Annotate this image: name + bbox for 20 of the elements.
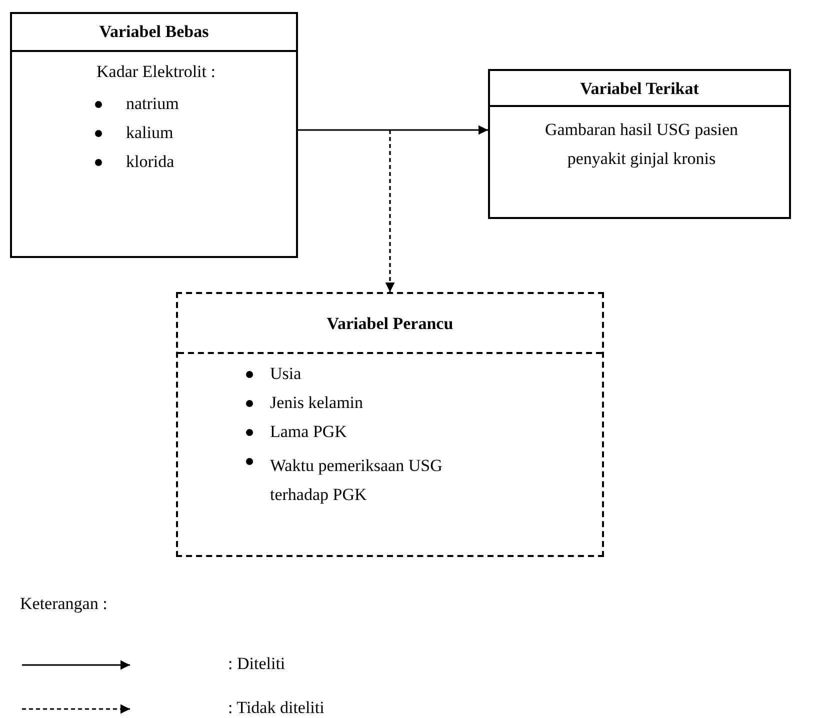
box-heading: Variabel Bebas bbox=[98, 22, 210, 42]
box-heading: Variabel Terikat bbox=[579, 79, 700, 99]
list-item: Usia bbox=[270, 364, 302, 384]
list-item: klorida bbox=[126, 152, 174, 172]
dashed-box bbox=[176, 292, 604, 557]
arrow bbox=[298, 125, 488, 135]
box-text: Gambaran hasil USG pasien penyakit ginjal kronis bbox=[544, 119, 740, 170]
list-item: Lama PGK bbox=[270, 422, 347, 442]
list-item: Jenis kelamin bbox=[270, 393, 364, 413]
list-item: kalium bbox=[126, 123, 174, 143]
legend-title: Keterangan : bbox=[20, 594, 108, 614]
legend-text: : Tidak diteliti bbox=[228, 698, 324, 718]
box-heading: Variabel Perancu bbox=[326, 314, 454, 334]
list-item: natrium bbox=[126, 94, 179, 114]
arrow bbox=[385, 130, 395, 292]
box-text: Kadar Elektrolit : bbox=[96, 62, 216, 82]
variable-box bbox=[10, 12, 298, 258]
legend-text: : Diteliti bbox=[228, 654, 286, 674]
variable-box bbox=[488, 69, 791, 219]
list-item: Waktu pemeriksaan USG terhadap PGK bbox=[270, 455, 444, 506]
